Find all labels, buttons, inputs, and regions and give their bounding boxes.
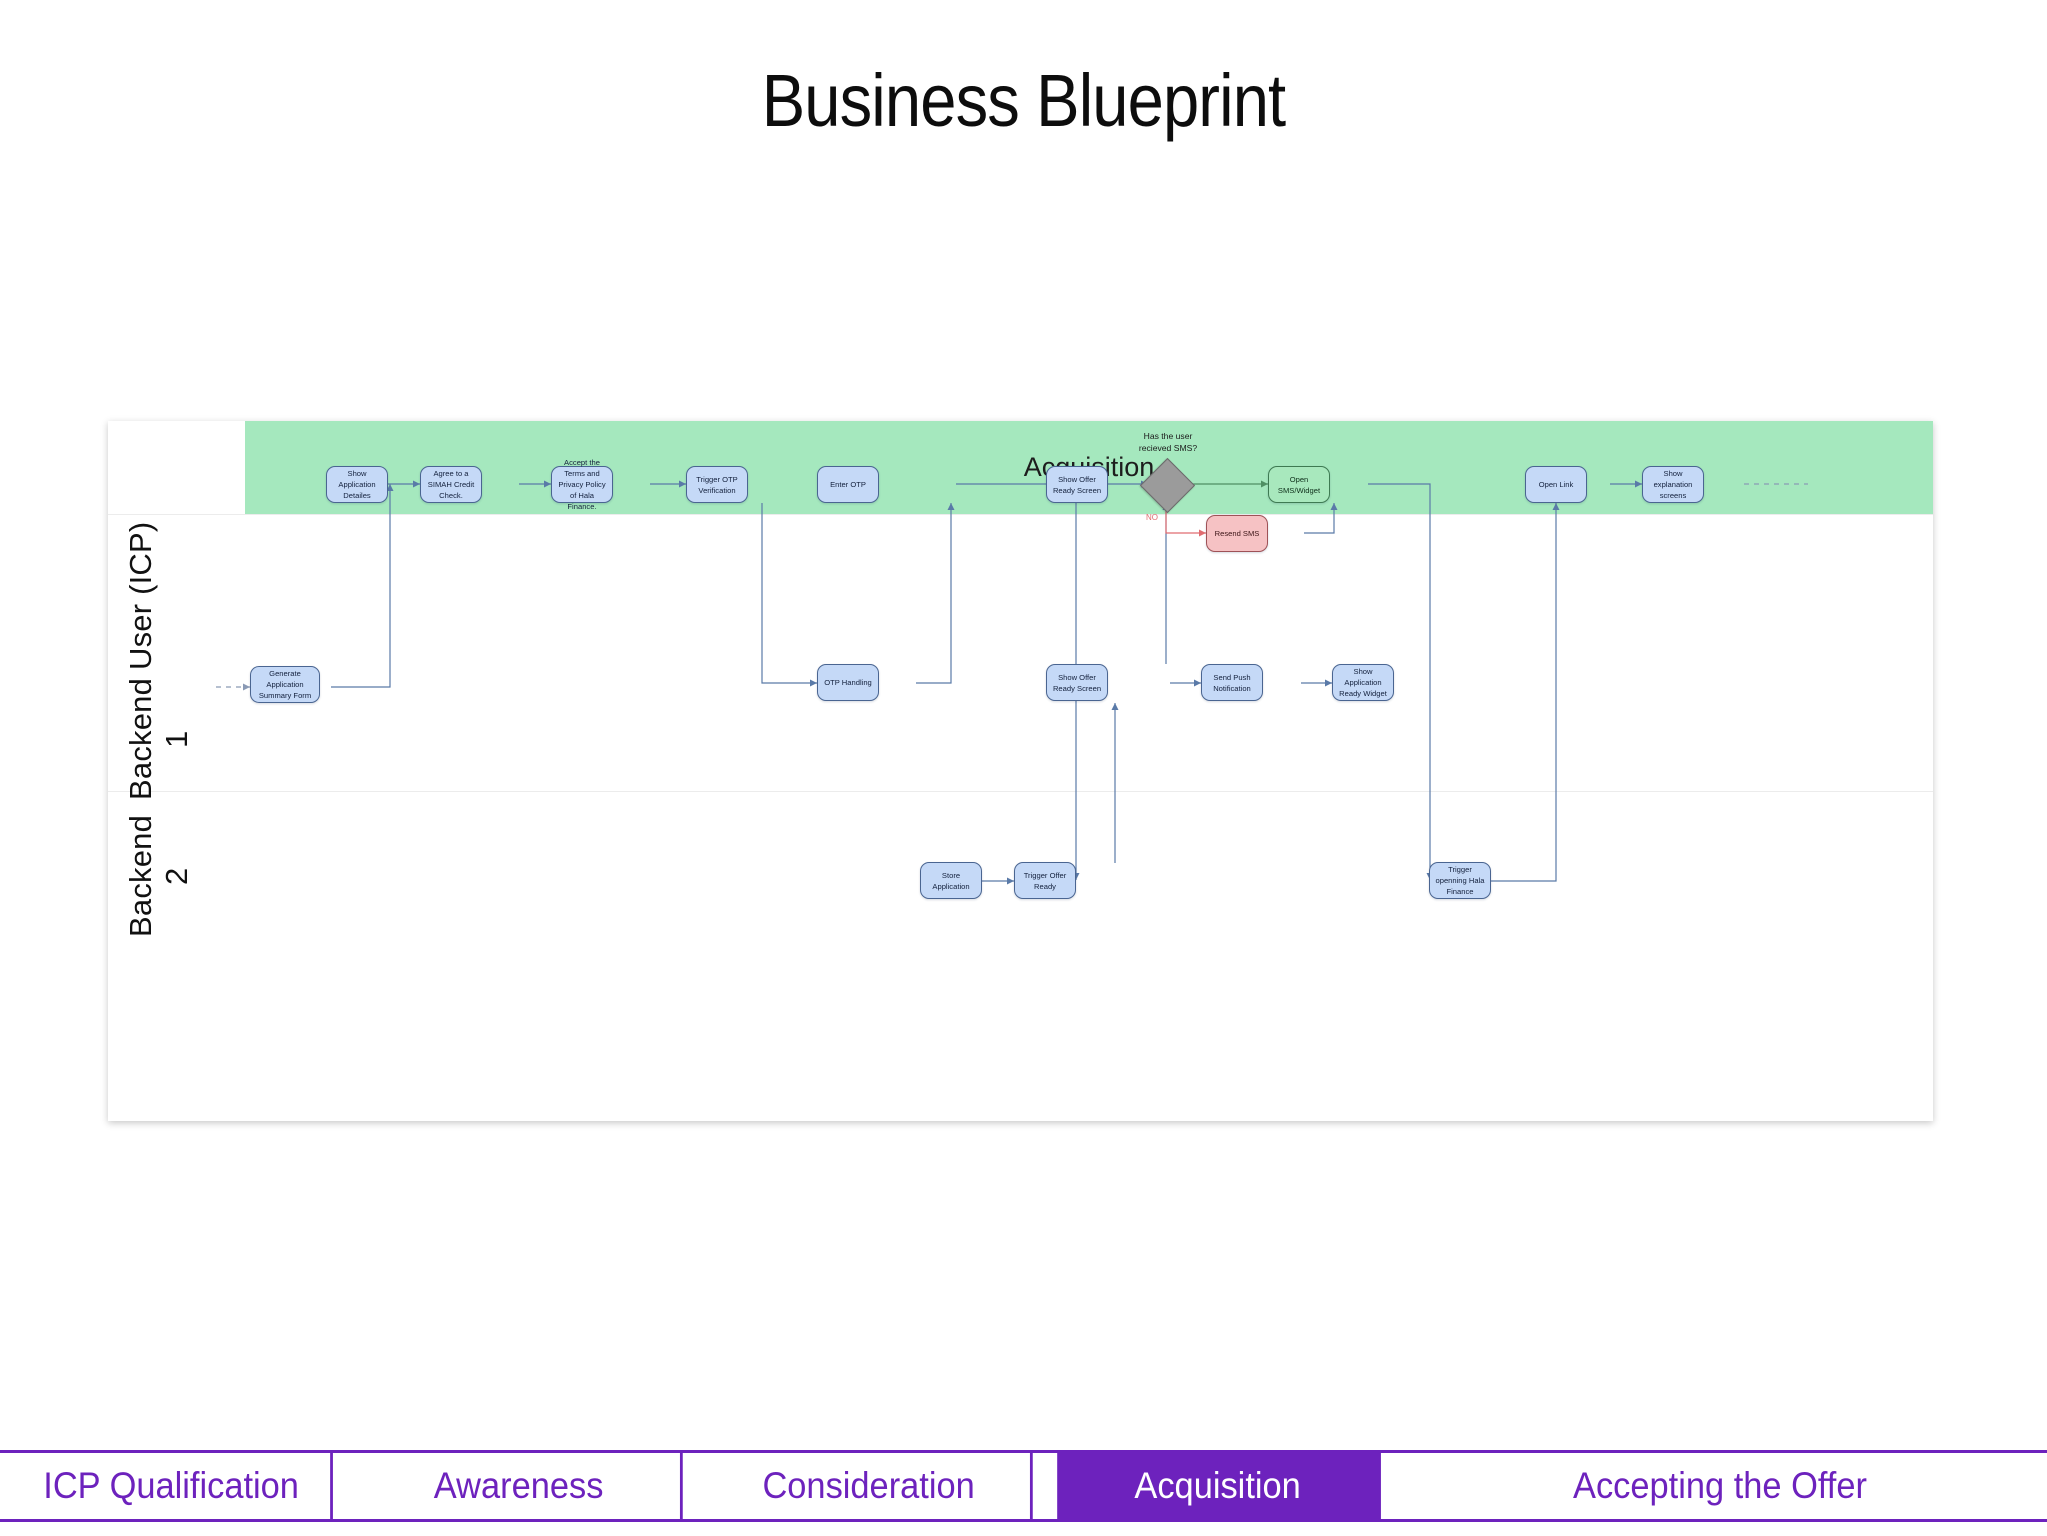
node-agree-simah-credit-check[interactable]: Agree to a SIMAH Credit Check.: [420, 466, 482, 503]
stage-tab-acquisition[interactable]: Acquisition: [1057, 1453, 1381, 1519]
node-resend-sms[interactable]: Resend SMS: [1206, 515, 1268, 552]
connector-layer: [216, 480, 1808, 885]
node-show-application-detailes[interactable]: Show Application Detailes: [326, 466, 388, 503]
node-generate-application-summary-form[interactable]: Generate Application Summary Form: [250, 666, 320, 703]
node-store-application[interactable]: Store Application: [920, 862, 982, 899]
node-open-link[interactable]: Open Link: [1525, 466, 1587, 503]
stage-tab-consideration[interactable]: Consideration: [707, 1453, 1033, 1519]
page-title: Business Blueprint: [761, 59, 1286, 142]
node-trigger-otp-verification[interactable]: Trigger OTP Verification: [686, 466, 748, 503]
node-show-explanation-screens[interactable]: Show explanation screens: [1642, 466, 1704, 503]
decision-question-label: Has the user recieved SMS?: [1138, 431, 1198, 453]
stage-tab-bar: ICP Qualification Awareness Consideratio…: [0, 1450, 2047, 1522]
node-show-offer-ready-screen-user[interactable]: Show Offer Ready Screen: [1046, 466, 1108, 503]
blueprint-board: Acquisition User (ICP) Backend 1 Backend…: [108, 421, 1933, 1121]
node-open-sms-widget[interactable]: Open SMS/Widget: [1268, 466, 1330, 503]
stage-tab-icp-qualification[interactable]: ICP Qualification: [12, 1453, 333, 1519]
node-otp-handling[interactable]: OTP Handling: [817, 664, 879, 701]
node-show-offer-ready-screen-backend[interactable]: Show Offer Ready Screen: [1046, 664, 1108, 701]
node-show-application-ready-widget[interactable]: Show Application Ready Widget: [1332, 664, 1394, 701]
edge-label-no: NO: [1146, 513, 1158, 522]
lane-divider-2: [108, 791, 1933, 792]
node-send-push-notification[interactable]: Send Push Notification: [1201, 664, 1263, 701]
lane-divider-1: [108, 514, 1933, 515]
flow-canvas: Has the user recieved SMS? NO Show Appli…: [108, 421, 1933, 1121]
stage-tab-awareness[interactable]: Awareness: [357, 1453, 683, 1519]
node-trigger-offer-ready[interactable]: Trigger Offer Ready: [1014, 862, 1076, 899]
node-accept-terms-privacy[interactable]: Accept the Terms and Privacy Policy of H…: [551, 458, 613, 511]
node-trigger-openning-hala-finance[interactable]: Trigger openning Hala Finance: [1429, 862, 1491, 899]
board-header-corner: [108, 421, 245, 514]
node-enter-otp[interactable]: Enter OTP: [817, 466, 879, 503]
stage-tab-accepting-the-offer[interactable]: Accepting the Offer: [1415, 1453, 2025, 1519]
